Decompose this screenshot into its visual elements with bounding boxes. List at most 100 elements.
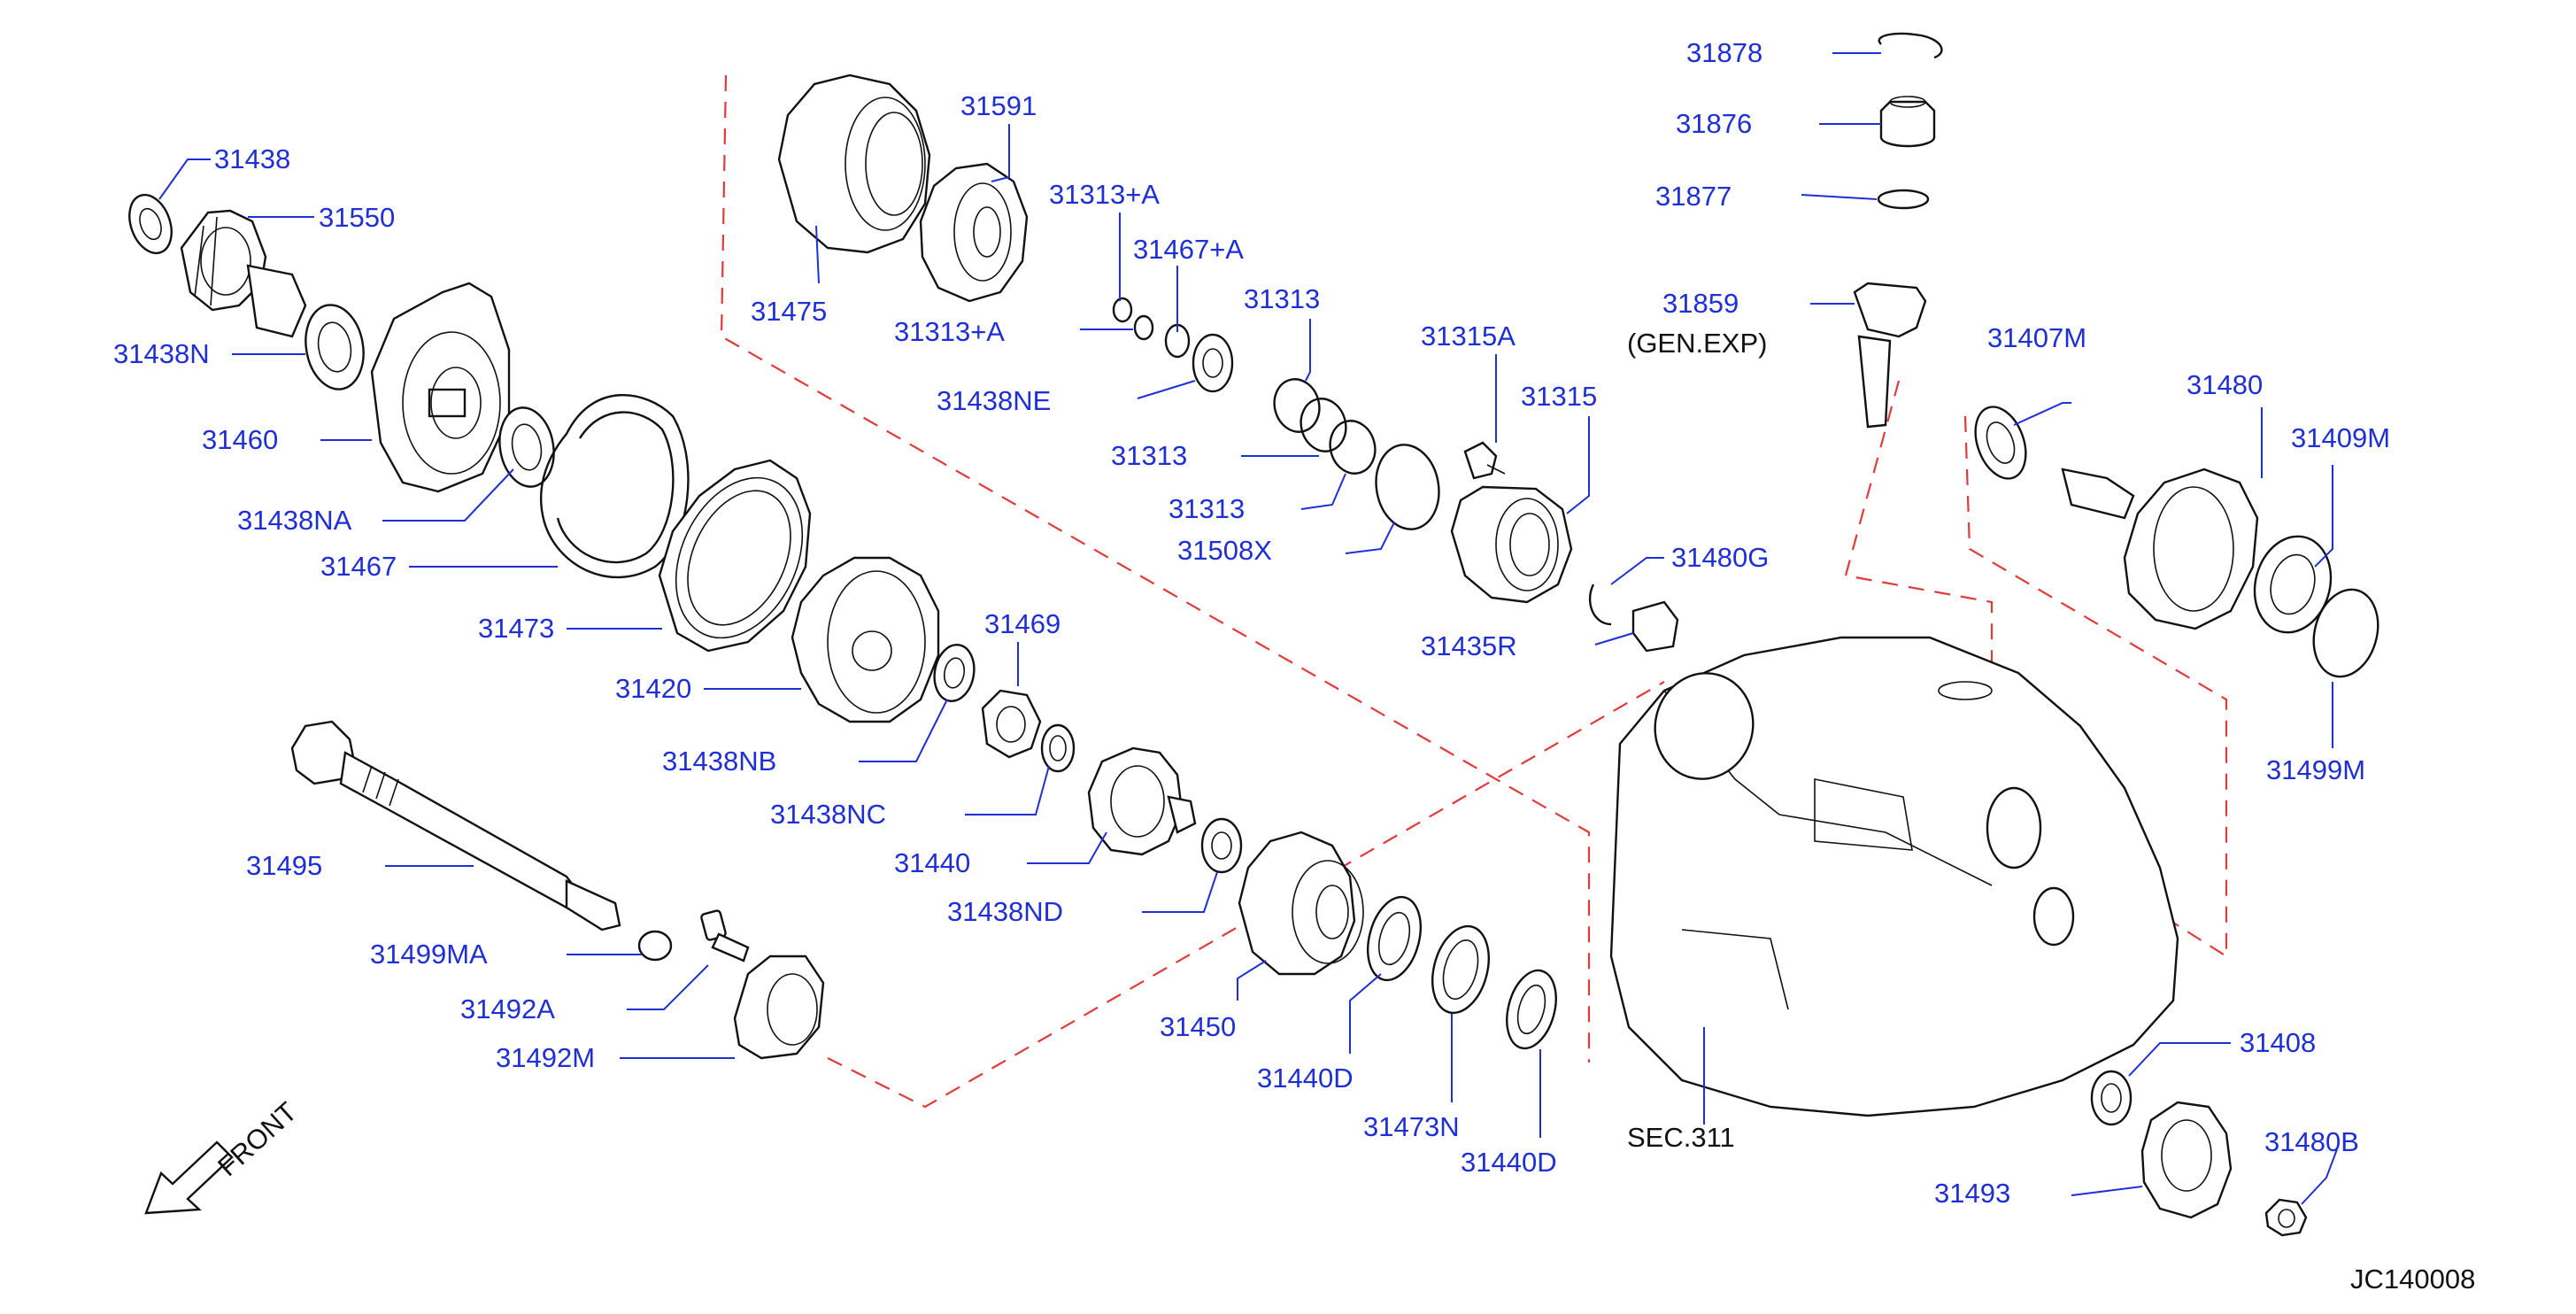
part-31492A-bolt[interactable]	[700, 909, 750, 962]
part-31876-cap[interactable]	[1879, 96, 1936, 148]
reference-code: JC140008	[2350, 1264, 2475, 1295]
part-31438NC-bearing[interactable]	[1040, 723, 1076, 773]
part-31315A-bolt[interactable]	[1463, 441, 1506, 480]
part-31407M-bearing[interactable]	[1966, 400, 2035, 486]
label-31408[interactable]: 31408	[2240, 1027, 2316, 1058]
label-31438NC[interactable]: 31438NC	[770, 799, 886, 830]
leader-lines	[158, 52, 2338, 1205]
part-31313A-shim-top[interactable]	[1112, 297, 1133, 323]
label-31499M[interactable]: 31499M	[2266, 754, 2365, 785]
label-31440D-top[interactable]: 31440D	[1257, 1063, 1354, 1094]
part-31877-o-ring[interactable]	[1877, 189, 1930, 210]
part-31408-seal[interactable]	[2090, 1070, 2133, 1126]
part-31438N-bearing[interactable]	[299, 300, 370, 394]
part-31467-snap-ring[interactable]	[539, 394, 690, 579]
part-31480G-snap-ring[interactable]	[1588, 584, 1612, 626]
part-31460-drum[interactable]	[370, 282, 511, 493]
part-31473N-needle-bearing[interactable]	[1423, 920, 1498, 1019]
part-labels: 31438 31550 31438N 31460 31438NA 31467 3…	[113, 37, 2475, 1295]
label-31480G[interactable]: 31480G	[1671, 542, 1769, 573]
label-31313-top[interactable]: 31313	[1244, 283, 1320, 314]
label-31473[interactable]: 31473	[478, 613, 554, 644]
part-31475-sprocket[interactable]	[777, 73, 931, 254]
label-31499MA[interactable]: 31499MA	[370, 939, 488, 970]
part-31499M-snap-ring[interactable]	[2304, 583, 2387, 684]
part-31499MA-snap-ring[interactable]	[637, 930, 673, 962]
label-31550[interactable]: 31550	[319, 202, 395, 233]
label-31407M[interactable]: 31407M	[1987, 322, 2086, 353]
label-31508X[interactable]: 31508X	[1177, 535, 1272, 566]
label-31440D-bottom[interactable]: 31440D	[1461, 1147, 1557, 1178]
part-31878-clip[interactable]	[1878, 32, 1943, 59]
label-31859[interactable]: 31859	[1662, 288, 1739, 319]
label-31492M[interactable]: 31492M	[496, 1042, 595, 1073]
label-31313-mid[interactable]: 31313	[1111, 440, 1187, 471]
label-31467A[interactable]: 31467+A	[1133, 234, 1244, 265]
part-31438NB-bearing[interactable]	[930, 642, 978, 705]
label-31493[interactable]: 31493	[1934, 1178, 2010, 1209]
part-31313A-shim-bottom[interactable]	[1133, 314, 1154, 341]
part-31550-pinion-gear[interactable]	[180, 209, 307, 338]
label-31876[interactable]: 31876	[1676, 108, 1752, 139]
part-31435R-needle-bearing[interactable]	[1631, 600, 1679, 653]
label-31438N[interactable]: 31438N	[113, 338, 210, 369]
label-31495[interactable]: 31495	[246, 850, 322, 881]
label-31450[interactable]: 31450	[1160, 1011, 1236, 1042]
label-31475[interactable]: 31475	[751, 296, 827, 327]
label-31313A-bottom[interactable]: 31313+A	[894, 316, 1005, 347]
part-31440D-thrust-washer-bottom[interactable]	[1499, 965, 1564, 1054]
part-31591-gear[interactable]	[919, 162, 1029, 303]
label-31438NA[interactable]: 31438NA	[237, 505, 352, 536]
label-31315A[interactable]: 31315A	[1421, 321, 1516, 352]
part-31492M-housing[interactable]	[733, 955, 825, 1060]
part-31409M-bearing[interactable]	[2244, 528, 2341, 641]
part-31438NE-bearing[interactable]	[1192, 333, 1234, 393]
label-31492A[interactable]: 31492A	[460, 993, 555, 1024]
front-direction-indicator: FRONT	[144, 1096, 303, 1215]
part-31450-gear[interactable]	[1238, 831, 1364, 976]
label-31878[interactable]: 31878	[1686, 37, 1762, 68]
part-31420-planetary-carrier[interactable]	[791, 556, 940, 723]
label-31877[interactable]: 31877	[1655, 181, 1731, 212]
label-31473N[interactable]: 31473N	[1363, 1111, 1460, 1142]
label-31467[interactable]: 31467	[320, 551, 397, 582]
boundary-sensor-group	[1844, 380, 1994, 708]
part-31313-shims[interactable]	[1269, 375, 1381, 479]
part-31508X-retainer[interactable]	[1369, 440, 1446, 535]
label-31435R[interactable]: 31435R	[1421, 630, 1517, 661]
label-31438NB[interactable]: 31438NB	[662, 746, 776, 777]
part-31469-pinion[interactable]	[981, 689, 1042, 759]
label-31313-low[interactable]: 31313	[1168, 493, 1245, 524]
label-31420[interactable]: 31420	[615, 673, 691, 704]
label-31440[interactable]: 31440	[894, 847, 970, 878]
part-31859-sensor-gear[interactable]	[1853, 282, 1927, 429]
label-31480B[interactable]: 31480B	[2264, 1126, 2359, 1157]
label-31438NE[interactable]: 31438NE	[937, 385, 1051, 416]
part-31438ND-bearing[interactable]	[1200, 817, 1243, 874]
part-31493-gear[interactable]	[2140, 1101, 2233, 1219]
part-31440-gear[interactable]	[1087, 746, 1197, 856]
label-31315[interactable]: 31315	[1521, 381, 1597, 412]
front-label: FRONT	[212, 1096, 303, 1182]
part-31495-shaft[interactable]	[290, 720, 621, 931]
label-31438ND[interactable]: 31438ND	[947, 896, 1063, 927]
part-31480-output-gear[interactable]	[2061, 468, 2259, 630]
boundary-output-group	[827, 681, 1665, 1109]
part-31438NA-bearing[interactable]	[494, 403, 560, 491]
label-31591[interactable]: 31591	[960, 90, 1037, 121]
label-31438[interactable]: 31438	[214, 143, 290, 174]
part-31315-housing[interactable]	[1450, 485, 1573, 604]
part-31440D-thrust-washer-top[interactable]	[1360, 891, 1430, 985]
part-31473-clutch-plate[interactable]	[652, 457, 827, 658]
label-31469[interactable]: 31469	[984, 608, 1060, 639]
transmission-case[interactable]	[1609, 636, 2179, 1117]
label-31480[interactable]: 31480	[2187, 369, 2263, 400]
part-31480B-nut[interactable]	[2264, 1198, 2308, 1237]
label-31409M[interactable]: 31409M	[2291, 422, 2390, 453]
label-31460[interactable]: 31460	[202, 424, 278, 455]
label-31313A-top[interactable]: 31313+A	[1049, 179, 1160, 210]
sec-311-label[interactable]: SEC.311	[1627, 1122, 1735, 1153]
gen-exp-label: (GEN.EXP)	[1627, 328, 1767, 359]
part-31438-bearing[interactable]	[122, 189, 180, 259]
